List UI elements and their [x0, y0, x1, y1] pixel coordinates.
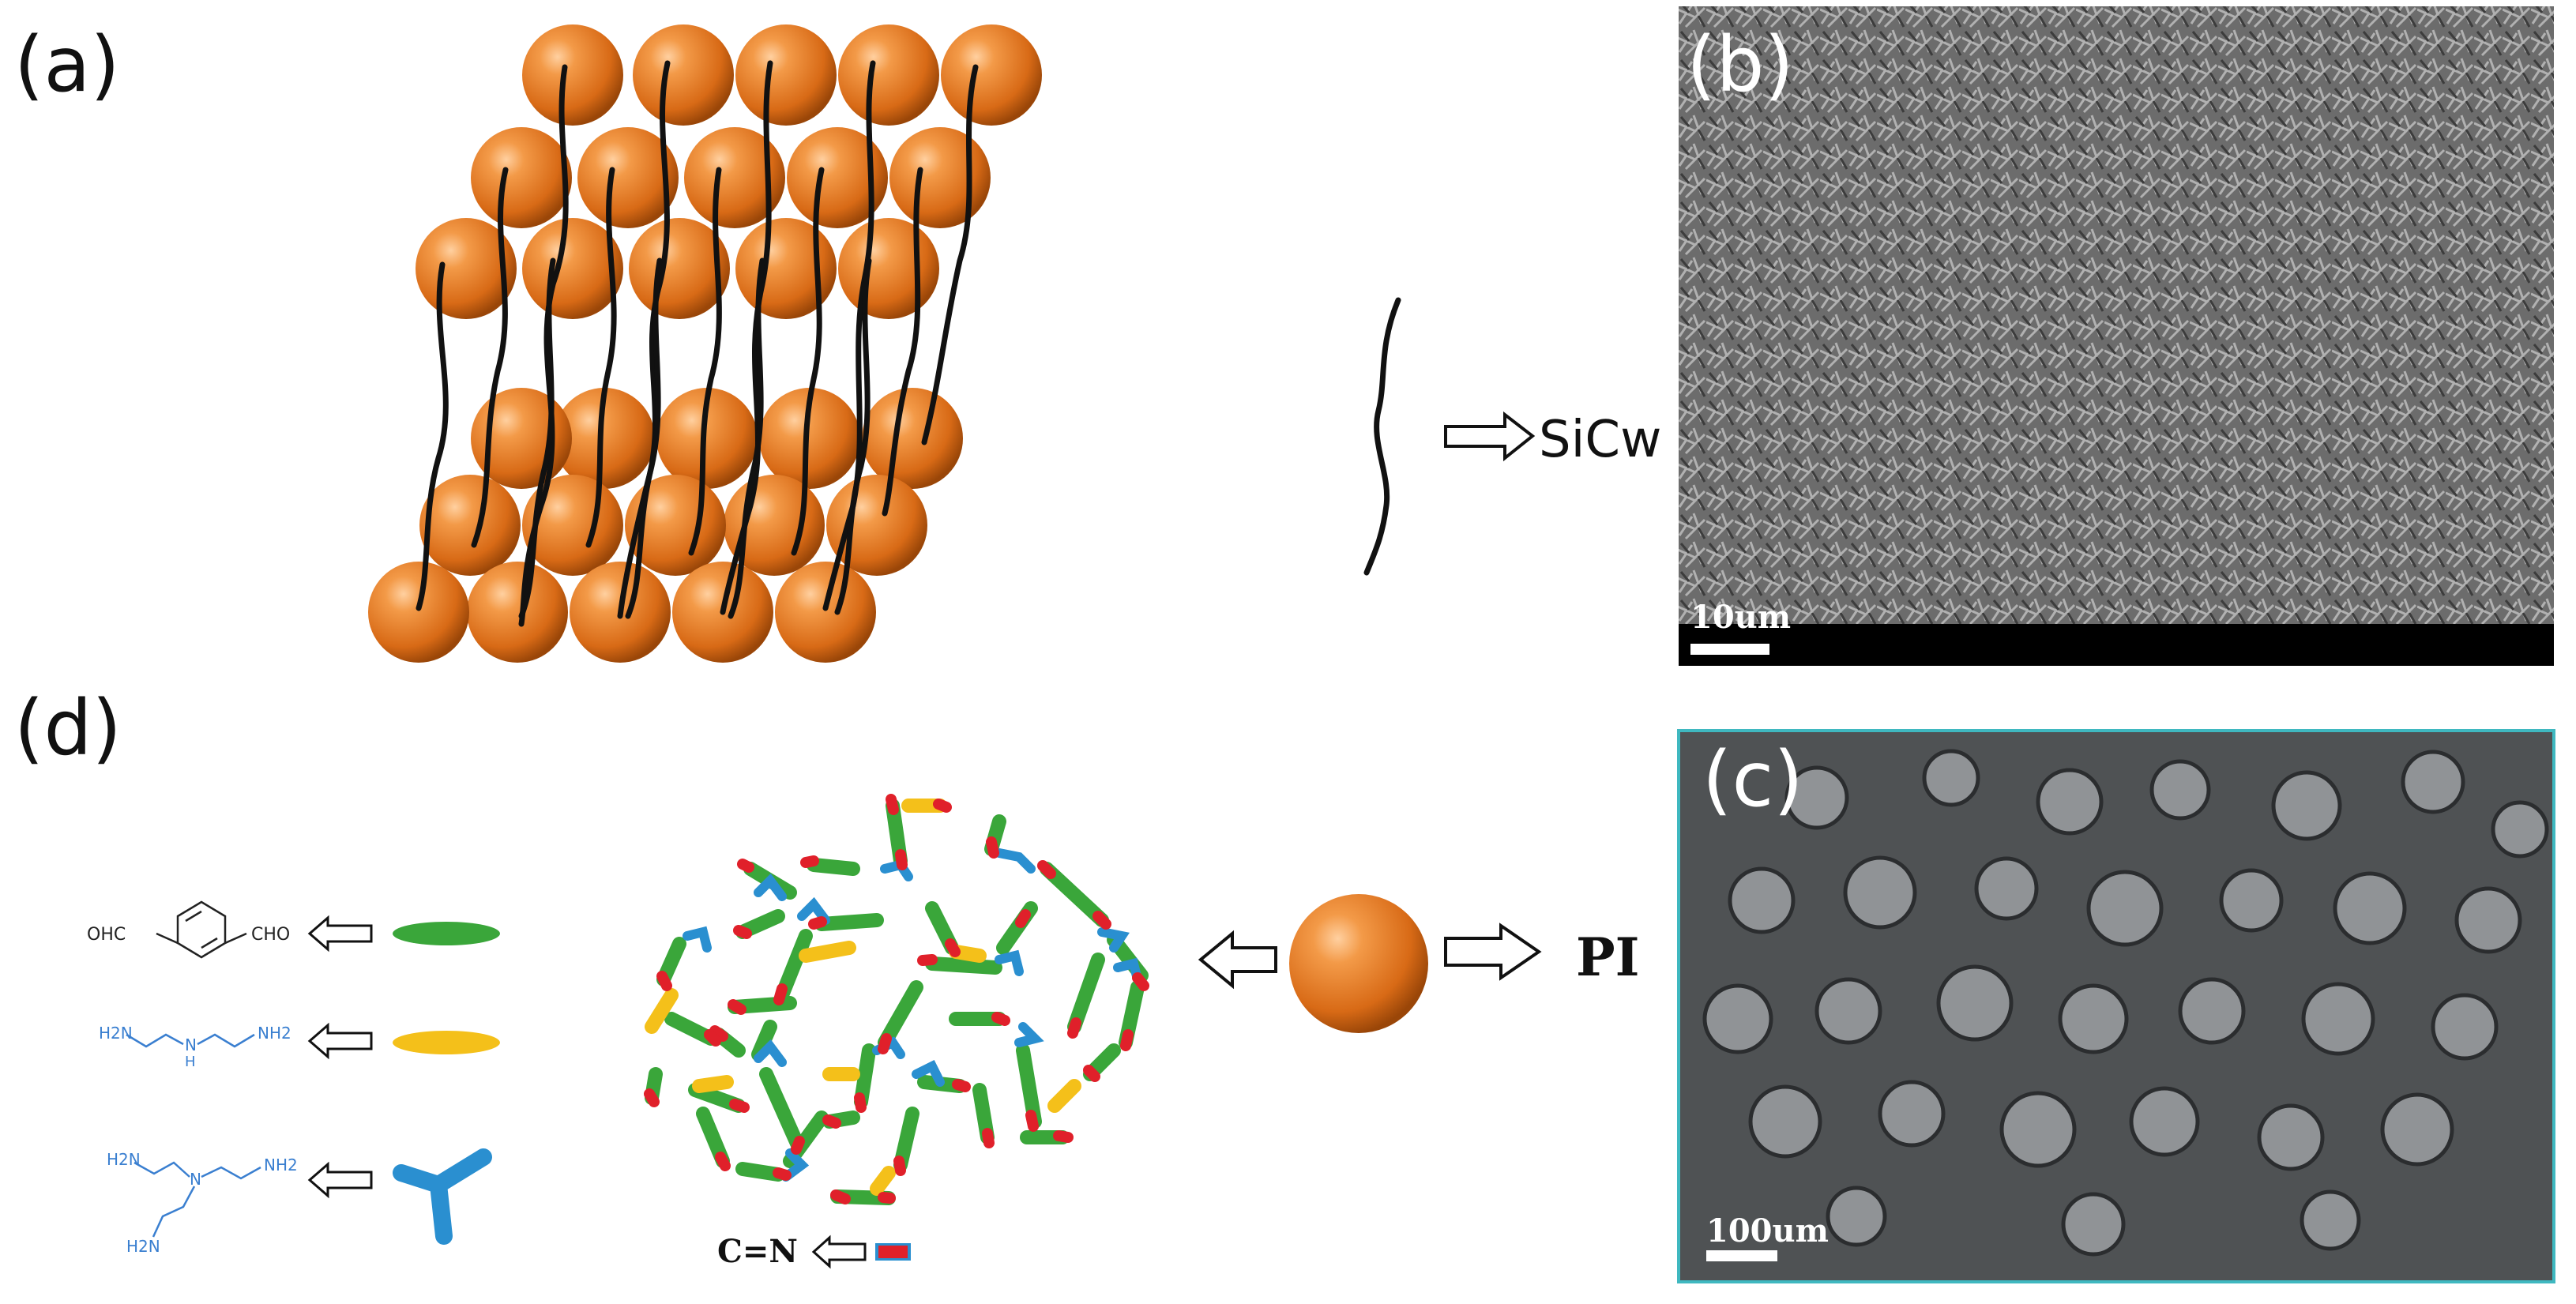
- sphere: [889, 127, 991, 228]
- sphere: [419, 475, 521, 576]
- panel-d-label: (d): [14, 684, 122, 772]
- sphere: [838, 218, 939, 319]
- sem-image-b: 10um (b): [1679, 6, 2554, 666]
- sphere: [724, 475, 825, 576]
- sphere: [684, 127, 785, 228]
- whisker-symbol: [1363, 297, 1401, 576]
- triamine-molecule: [134, 1161, 261, 1238]
- panel-a-label: (a): [14, 21, 120, 109]
- pi-label: PI: [1576, 926, 1640, 988]
- sphere: [633, 24, 734, 126]
- triamine-nh2-b: NH2: [264, 1156, 298, 1174]
- triamine-nh2-c: H2N: [126, 1237, 160, 1256]
- arrow-left-icon: [307, 915, 373, 953]
- sphere: [656, 388, 758, 489]
- panel-b-label: (b): [1687, 21, 1794, 109]
- sphere: [577, 127, 679, 228]
- arrow-left-icon: [811, 1234, 867, 1269]
- arrow-left-icon: [1198, 930, 1277, 990]
- sicw-label: SiCw: [1539, 411, 1661, 469]
- sphere: [759, 388, 860, 489]
- arrow-left-icon: [307, 1022, 373, 1060]
- panel-c-label: (c): [1702, 735, 1803, 824]
- scale-bar-c: [1706, 1250, 1777, 1261]
- diamine-molecule: [126, 1033, 255, 1048]
- sphere: [522, 24, 623, 126]
- sphere: [471, 127, 572, 228]
- sphere: [775, 562, 876, 663]
- arrow-right-icon: [1444, 411, 1536, 462]
- tripod-node-icon: [393, 1148, 492, 1245]
- sphere: [554, 388, 655, 489]
- diamine-n: N: [185, 1035, 197, 1054]
- diamine-nh2-right: NH2: [258, 1024, 291, 1043]
- arrow-right-icon: [1444, 923, 1542, 981]
- sphere: [826, 475, 927, 576]
- scale-bar-b: [1690, 644, 1769, 655]
- pi-sphere: [1289, 894, 1428, 1033]
- imine-label: C=N: [717, 1233, 798, 1270]
- diamine-h: H: [185, 1054, 196, 1070]
- imine-bond-icon: [875, 1243, 911, 1261]
- whisker-strands: [416, 60, 979, 627]
- sphere: [735, 24, 837, 126]
- sem-image-c: 100um (c): [1677, 729, 2555, 1283]
- layered-sphere-structure: [368, 24, 1042, 663]
- triamine-nh2-a: H2N: [107, 1150, 141, 1169]
- sphere: [368, 562, 469, 663]
- sphere: [787, 127, 888, 228]
- triamine-n: N: [190, 1170, 201, 1189]
- imine-network: [644, 794, 1149, 1205]
- aldehyde-molecule: [156, 900, 247, 959]
- sphere: [838, 24, 939, 126]
- aldehyde-right-label: CHO: [251, 925, 290, 945]
- sphere: [862, 388, 963, 489]
- scale-label-c: 100um: [1706, 1212, 1829, 1250]
- scale-label-b: 10um: [1690, 599, 1791, 636]
- sphere: [941, 24, 1042, 126]
- diamine-nh2-left: H2N: [99, 1024, 133, 1043]
- green-linker-icon: [393, 922, 500, 945]
- arrow-left-icon: [307, 1161, 373, 1199]
- sphere: [467, 562, 568, 663]
- aldehyde-left-label: OHC: [87, 925, 126, 945]
- yellow-linker-icon: [393, 1031, 500, 1054]
